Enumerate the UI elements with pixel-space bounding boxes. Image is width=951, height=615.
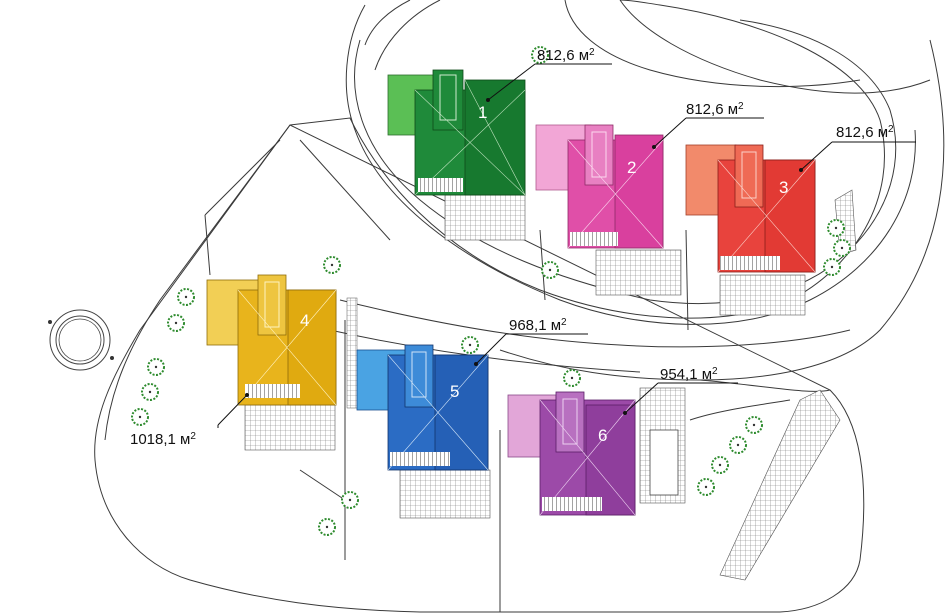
tree-icon	[823, 258, 841, 276]
tree-icon	[147, 358, 165, 376]
tree-icon	[461, 336, 479, 354]
plot-3[interactable]: 3	[685, 144, 816, 316]
tree-icon	[131, 408, 149, 426]
tree-icon	[711, 456, 729, 474]
tree-icon	[563, 369, 581, 387]
plot-3-number: 3	[779, 178, 788, 197]
area-label-6: 954,1 м2	[623, 366, 738, 415]
plot-2[interactable]: 2	[535, 124, 682, 296]
area-label-1: 812,6 м2	[486, 47, 612, 102]
svg-text:812,6 м2: 812,6 м2	[686, 101, 744, 119]
svg-text:812,6 м2: 812,6 м2	[836, 124, 894, 142]
plot-6-number: 6	[598, 426, 607, 445]
site-boundary	[94, 0, 945, 613]
plot-1[interactable]: 1	[387, 69, 526, 241]
area-label-4: 1018,1 м2	[130, 393, 249, 448]
svg-text:812,6 м2: 812,6 м2	[537, 47, 595, 65]
plot-2-number: 2	[627, 158, 636, 177]
plot-5[interactable]: 5	[356, 344, 491, 519]
plot-4[interactable]: 4	[206, 274, 358, 451]
inner-ring-road-2	[345, 4, 916, 325]
tree-icon	[745, 416, 763, 434]
tree-icon	[827, 219, 845, 237]
tree-icon	[341, 491, 359, 509]
fountain-icon	[48, 309, 114, 371]
plot-5-number: 5	[450, 382, 459, 401]
plot-6[interactable]: 6	[507, 387, 686, 516]
pool	[649, 429, 679, 496]
roads	[94, 0, 945, 613]
area-label-2: 812,6 м2	[652, 101, 764, 149]
area-label-3: 812,6 м2	[799, 124, 916, 172]
tree-icon	[697, 478, 715, 496]
tree-icon	[141, 383, 159, 401]
plot-4-number: 4	[300, 311, 309, 330]
tree-icon	[531, 46, 549, 64]
tree-icon	[323, 256, 341, 274]
tree-icon	[177, 288, 195, 306]
tree-icon	[318, 518, 336, 536]
tree-icon	[167, 314, 185, 332]
tree-icon	[541, 261, 559, 279]
area-label-5: 968,1 м2	[474, 317, 588, 366]
terrace-strip	[719, 389, 841, 581]
plot-1-number: 1	[478, 103, 487, 122]
tree-icon	[729, 436, 747, 454]
tree-icon	[833, 239, 851, 257]
svg-text:954,1 м2: 954,1 м2	[660, 366, 718, 384]
trees	[131, 46, 851, 536]
svg-text:1018,1 м2: 1018,1 м2	[130, 431, 196, 449]
svg-text:968,1 м2: 968,1 м2	[509, 317, 567, 335]
